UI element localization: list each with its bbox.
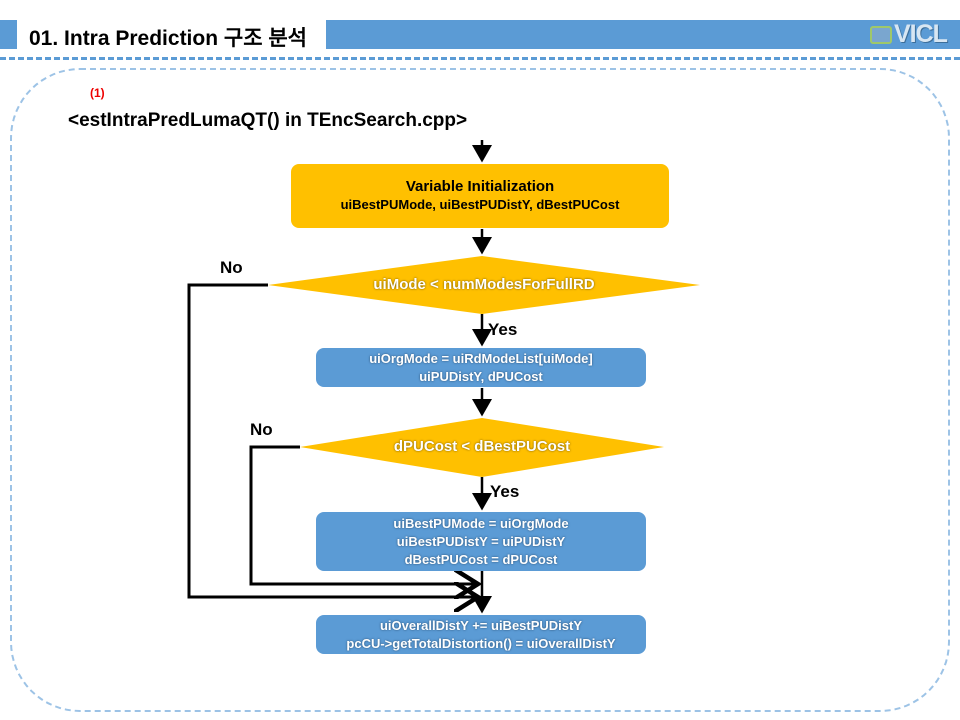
step2-box: uiBestPUMode = uiOrgMode uiBestPUDistY =…	[316, 512, 646, 571]
logo: VICL	[870, 20, 948, 49]
monitor-icon	[870, 26, 892, 44]
step2-line1: uiBestPUMode = uiOrgMode	[393, 515, 569, 531]
step3-line2: pcCU->getTotalDistortion() = uiOverallDi…	[346, 635, 616, 651]
reference-marker: (1)	[90, 86, 105, 100]
init-box: Variable Initialization uiBestPUMode, ui…	[291, 164, 669, 228]
cond1-no-label: No	[220, 258, 243, 277]
step1-line1: uiOrgMode = uiRdModeList[uiMode]	[369, 350, 593, 366]
function-title: <estIntraPredLumaQT() in TEncSearch.cpp>	[68, 110, 468, 131]
step1-box: uiOrgMode = uiRdModeList[uiMode] uiPUDis…	[316, 348, 646, 387]
divider	[0, 57, 960, 60]
cond1-yes-label: Yes	[488, 320, 518, 339]
step3-line1: uiOverallDistY += uiBestPUDistY	[379, 617, 583, 633]
no-path-2	[249, 445, 478, 584]
step3-box: uiOverallDistY += uiBestPUDistY pcCU->ge…	[316, 615, 646, 654]
step2-line3: dBestPUCost = dPUCost	[404, 551, 558, 567]
cond2-text: dPUCost < dBestPUCost	[393, 438, 571, 455]
cond2-yes-label: Yes	[490, 482, 520, 501]
cond1-text: uiMode < numModesForFullRD	[373, 276, 595, 293]
cond2-no-label: No	[250, 420, 273, 439]
init-title: Variable Initialization	[405, 178, 555, 195]
step2-line2: uiBestPUDistY = uiPUDistY	[396, 533, 566, 549]
decision-diamond-2	[300, 418, 664, 477]
content-frame	[10, 68, 950, 712]
page-title: 01. Intra Prediction 구조 분석	[17, 18, 326, 50]
init-vars: uiBestPUMode, uiBestPUDistY, dBestPUCost	[340, 197, 620, 212]
decision-diamond-1	[268, 256, 700, 314]
step1-line2: uiPUDistY, dPUCost	[419, 368, 543, 384]
no-path-1	[187, 283, 478, 597]
